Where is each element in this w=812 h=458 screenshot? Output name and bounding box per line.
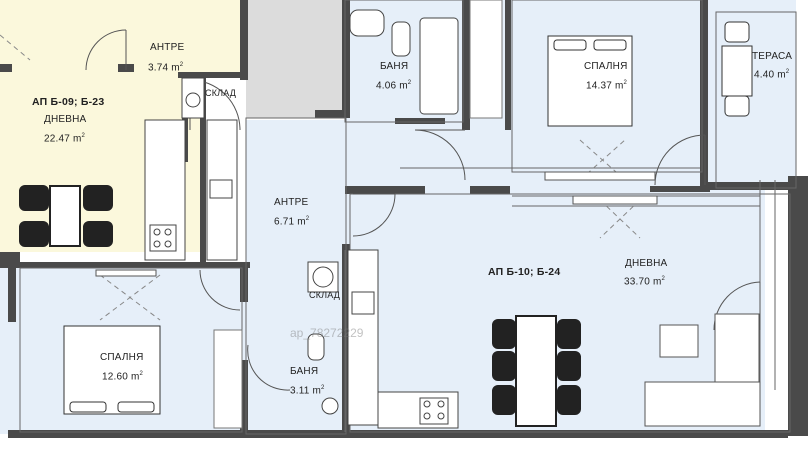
area-value: 12.60 [102,371,129,383]
b10-hall-name: АНТРЕ [274,197,309,208]
b10-bath-top-area: 4.06 m2 [376,80,412,92]
b10-bedroom-bottom-name: СПАЛНЯ [100,352,144,363]
b09-hall-area: 3.74 m2 [148,62,184,74]
b10-beds [63,35,633,415]
b09-kitchen [144,119,238,261]
b10-bath-fixtures [307,9,459,415]
b10-bedroom-top-name: СПАЛНЯ [584,61,628,72]
area-value: 4.40 [754,69,775,81]
b10-living-name: ДНЕВНА [625,258,668,269]
b09-unit-name: АП Б-09; Б-23 [32,96,105,108]
b10-unit-name: АП Б-10; Б-24 [488,266,561,278]
area-unit: m [777,69,786,81]
apartment-b10-fill [0,0,796,434]
b09-hall-name: АНТРЕ [150,42,185,53]
area-value: 33.70 [624,276,651,288]
b09-dining-set [19,185,113,247]
b10-storage-name: СКЛАД [309,290,341,300]
b09-living-area: 22.47 m2 [44,133,86,145]
area-unit: m [615,80,624,92]
b10-dining-set [492,315,581,427]
area-value: 14.37 [586,80,613,92]
b10-terrace-name: ТЕРАСА [752,51,793,62]
b10-bath-bottom-name: БАНЯ [290,366,319,377]
windows [95,171,658,277]
wardrobes [213,0,503,429]
area-unit: m [399,80,408,92]
watermark: ap_78272229 [290,326,364,340]
doors [85,29,761,391]
area-unit: m [171,62,180,74]
area-unit: m [131,371,140,383]
area-unit: m [297,216,306,228]
area-unit: m [653,276,662,288]
area-value: 22.47 [44,133,71,145]
b10-bath-bottom-area: 3.11 m2 [290,385,325,397]
area-unit: m [312,385,322,397]
area-value: 3.74 [148,62,169,74]
b10-sofa [644,313,761,427]
b10-kitchen [347,249,459,429]
b10-bedroom-bottom-area: 12.60 m2 [102,371,144,383]
area-value: 6.71 [274,216,295,228]
b10-bath-top-name: БАНЯ [380,61,409,72]
b10-bedroom-top-area: 14.37 m2 [586,80,628,92]
stairwell-area [246,0,342,118]
b09-living-name: ДНЕВНА [44,114,87,125]
b10-living-area: 33.70 m2 [624,276,666,288]
area-value: 3.11 [290,385,310,397]
b10-hall-area: 6.71 m2 [274,216,310,228]
b09-top-appliances [181,77,205,119]
b09-storage-name: СКЛАД [205,88,237,98]
b10-terrace-area: 4.40 m2 [754,69,790,81]
area-value: 4.06 [376,80,397,92]
b10-terrace-furniture [721,21,753,117]
area-unit: m [73,133,82,145]
